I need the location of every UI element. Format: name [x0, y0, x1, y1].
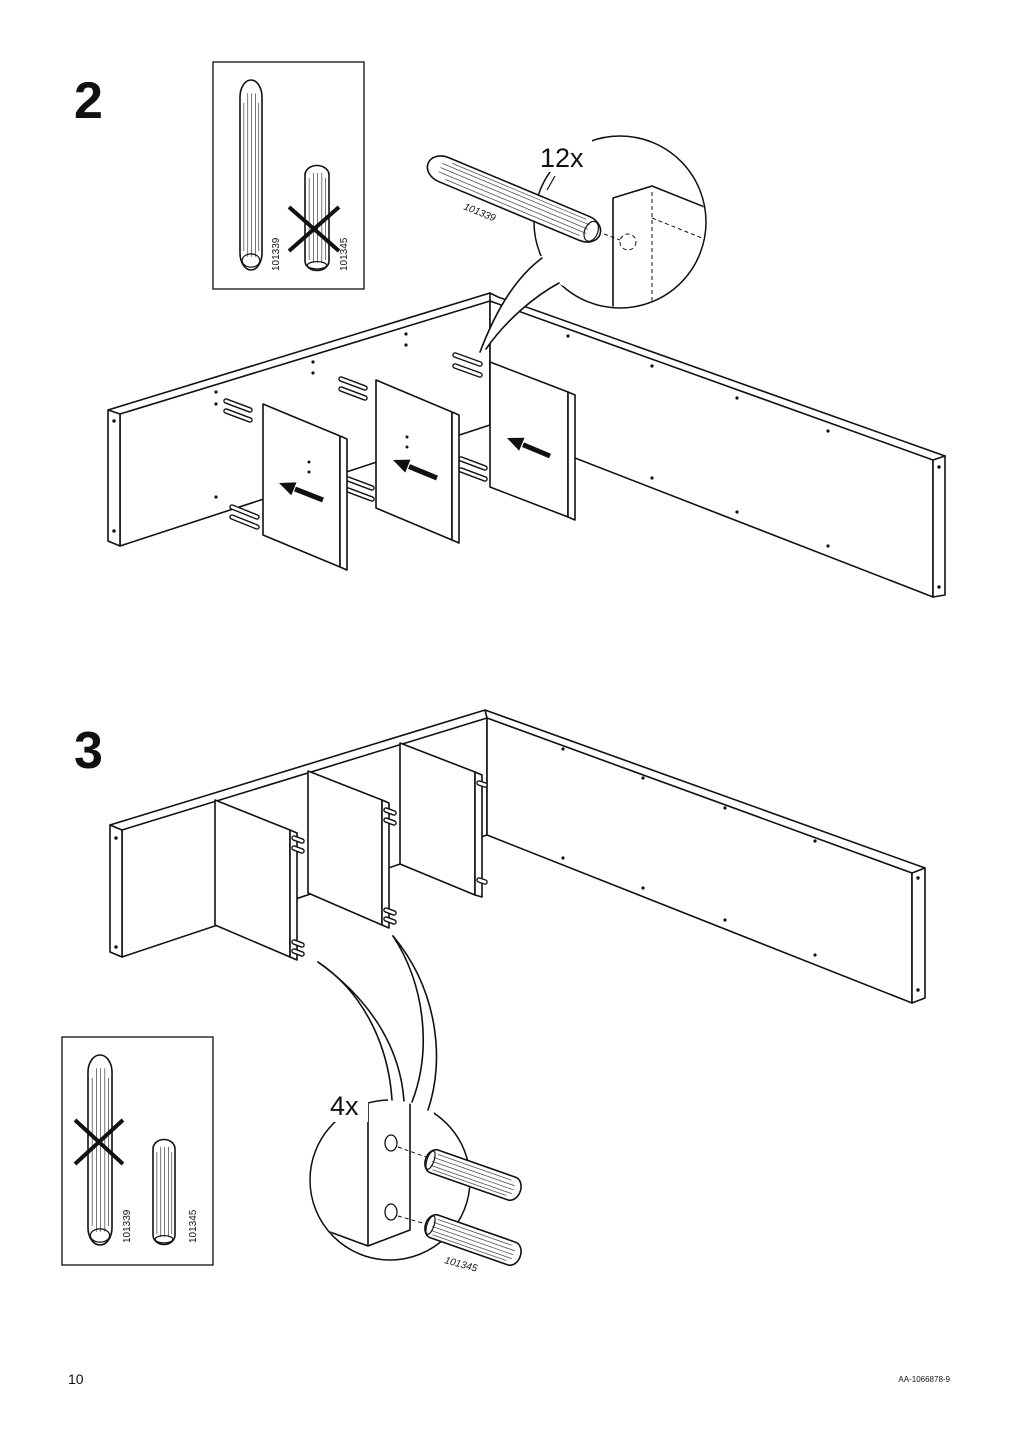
- left-board-end: [107, 409, 121, 547]
- pre-drilled-holes: [112, 332, 941, 589]
- part-code: 101339: [462, 202, 497, 225]
- panel-corner-detail: [603, 185, 705, 307]
- part-code: 101345: [188, 1209, 199, 1243]
- part-code: 101345: [339, 237, 350, 271]
- detail-callout: 4x 101345: [309, 935, 526, 1275]
- quantity-label: 4x: [330, 1091, 359, 1121]
- dowel-short: [420, 1211, 526, 1269]
- step-number: 2: [74, 72, 103, 130]
- step-number: 3: [74, 722, 103, 780]
- part-code: 101339: [271, 237, 282, 271]
- cross-out-icon: [287, 205, 341, 253]
- panel-edge-detail: [329, 1101, 411, 1247]
- divider-panel: [399, 742, 483, 898]
- pre-drilled-holes: [114, 747, 920, 992]
- cross-out-icon: [73, 1118, 125, 1166]
- parts-box: 101339 101345: [212, 61, 365, 290]
- page-number: 10: [68, 1371, 84, 1387]
- quantity-label: 12x: [540, 143, 584, 173]
- detail-callout: 12x 101339: [421, 135, 707, 353]
- dowel-pegs: [223, 352, 488, 530]
- dowel-pegs: [291, 780, 488, 957]
- part-code: 101345: [443, 1255, 479, 1274]
- dowel-long: [238, 78, 264, 272]
- right-board-end: [932, 455, 946, 598]
- divider-panel: [489, 361, 576, 521]
- push-arrow-icon: [393, 459, 438, 481]
- step-3: 3: [61, 709, 926, 1275]
- parts-box: 101339 101345: [61, 1036, 214, 1266]
- dowel-short: [152, 1138, 176, 1246]
- push-arrow-icon: [279, 482, 324, 503]
- frame-boards: [109, 709, 926, 1004]
- divider-panel: [375, 379, 460, 544]
- document-code: AA-1066878-9: [898, 1375, 950, 1384]
- right-board: [486, 717, 913, 1004]
- part-code: 101339: [122, 1209, 133, 1243]
- left-board-end: [109, 824, 123, 958]
- divider-panel: [214, 799, 298, 961]
- push-arrow-icon: [507, 437, 551, 459]
- divider-panel: [262, 403, 348, 571]
- right-board-end: [911, 867, 926, 1004]
- divider-panel: [307, 770, 390, 929]
- step-2: 2 101339 101345: [74, 61, 946, 598]
